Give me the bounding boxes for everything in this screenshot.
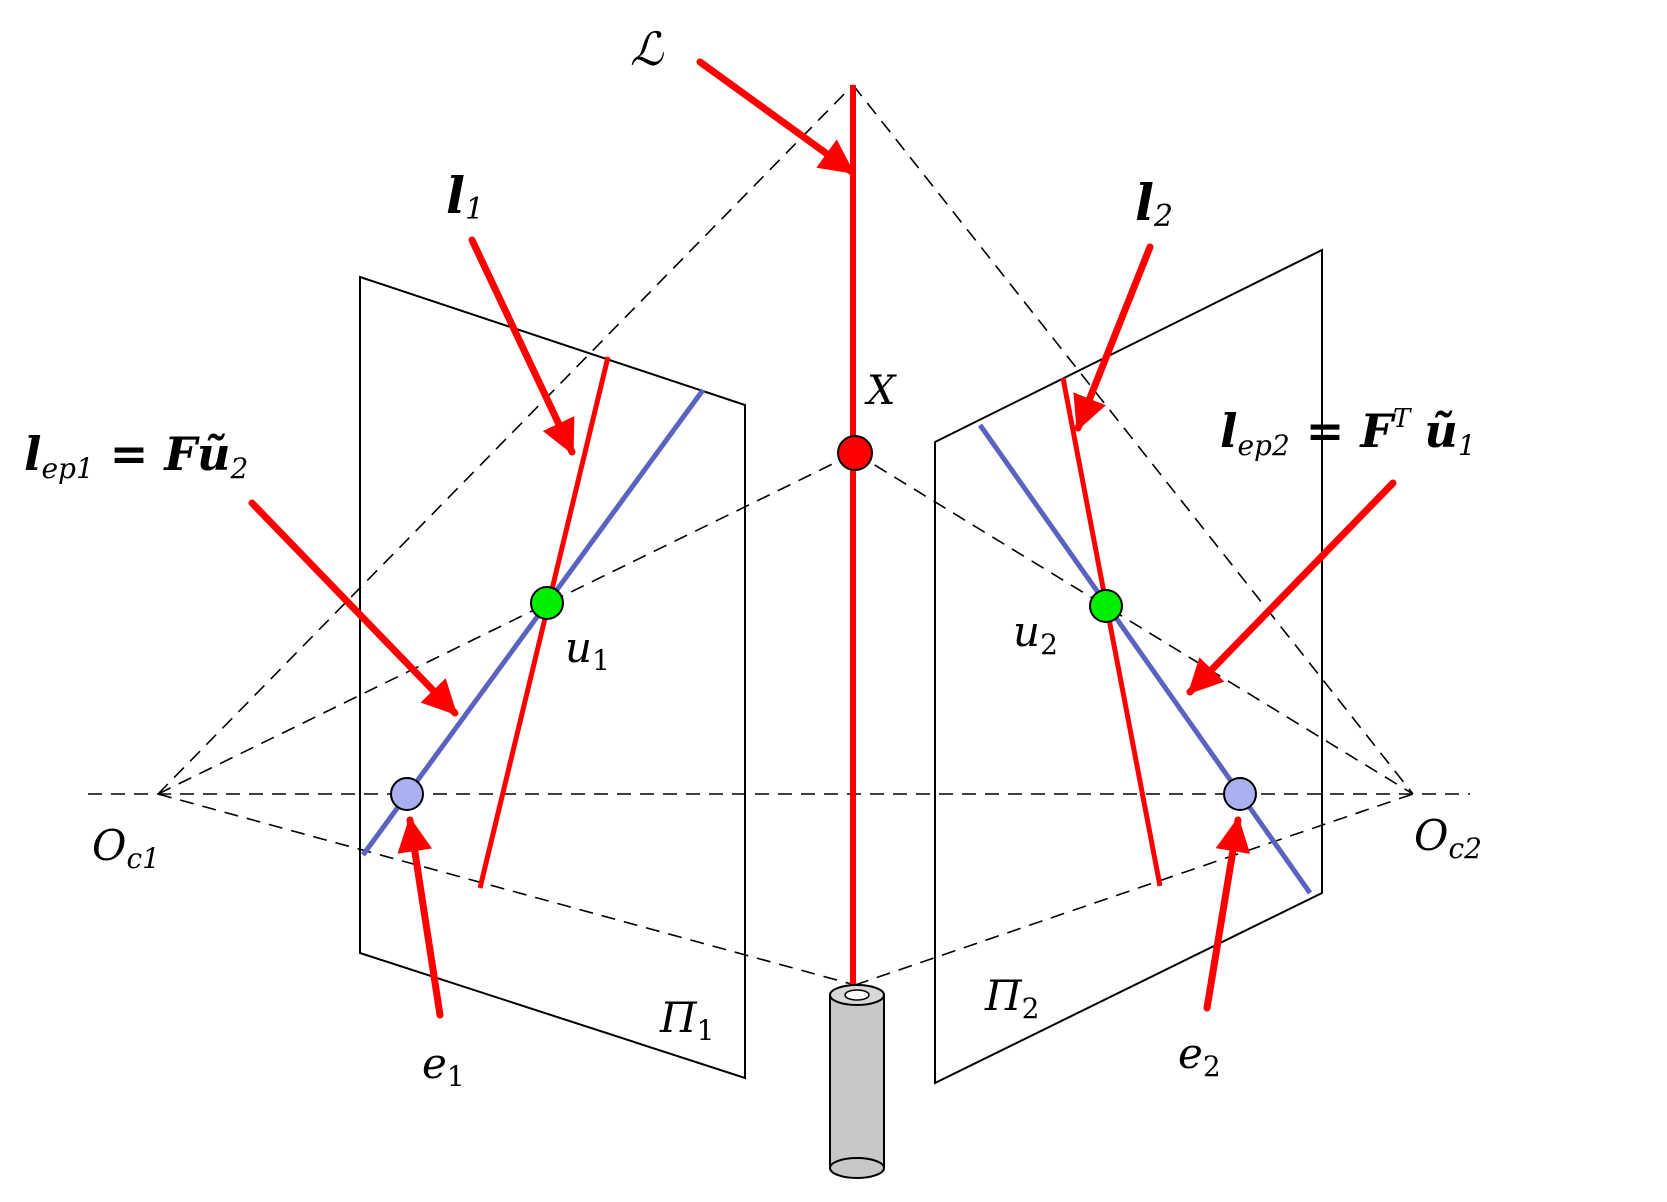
pointer-arrows [248, 58, 1397, 1019]
epipole-e1 [390, 777, 424, 811]
ray-oc1-x [157, 452, 856, 795]
ray-oc1-top [157, 84, 854, 795]
image-line-l1 [477, 356, 611, 889]
image-plane-1 [359, 275, 746, 1080]
image-plane-2 [934, 248, 1323, 1085]
arrow-l1 [468, 236, 576, 456]
label-lep1: lep1 = Fũ2 [24, 427, 248, 485]
epipole-e2 [1223, 777, 1257, 811]
ray-oc2-x [854, 452, 1414, 795]
label-u2: u2 [1013, 607, 1058, 661]
label-l2: l2 [1135, 173, 1173, 234]
epipolar-line-1 [360, 388, 706, 857]
point-X [837, 435, 873, 471]
arrow-l2 [1073, 243, 1154, 432]
label-e2: e2 [1178, 1029, 1221, 1083]
label-X: X [864, 368, 897, 414]
label-e1: e1 [422, 1039, 465, 1093]
image-line-l2 [1060, 377, 1163, 887]
label-oc2: Oc2 [1414, 811, 1482, 865]
arrow-lep1 [248, 499, 459, 717]
ray-oc2-bottom [854, 793, 1414, 986]
label-oc1: Oc1 [92, 821, 160, 875]
construction-lines [88, 84, 1470, 986]
label-pi2: Π2 [984, 971, 1039, 1025]
arrow-lep2 [1186, 479, 1397, 696]
arrow-e2 [1203, 816, 1251, 1012]
arrow-e1 [397, 816, 444, 1019]
ray-oc2-top [852, 84, 1414, 795]
epipolar-line-2 [977, 423, 1313, 895]
point-u1 [530, 586, 564, 620]
point-u2 [1089, 589, 1123, 623]
cylinder-object [829, 984, 885, 1179]
label-pi1: Π1 [659, 993, 714, 1047]
ray-oc1-bottom [157, 793, 856, 986]
label-L: ℒ [630, 22, 664, 76]
label-l1: l1 [446, 166, 484, 227]
arrow-L [696, 58, 856, 176]
label-u1: u1 [565, 623, 610, 677]
